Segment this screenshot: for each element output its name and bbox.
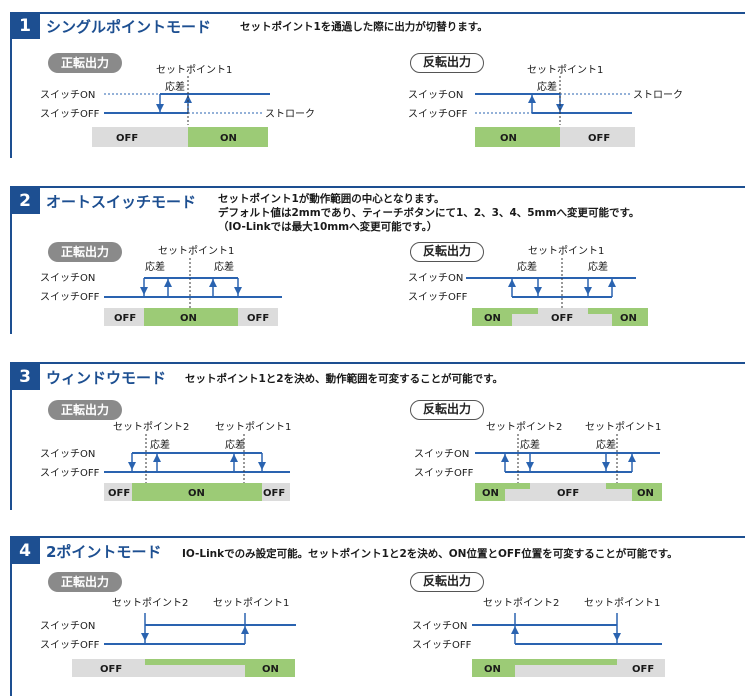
- negative-output-label: 反転出力: [410, 400, 484, 420]
- positive-output-label: 正転出力: [48, 242, 122, 262]
- section-number: 4: [10, 538, 40, 564]
- off-bar-label: OFF: [588, 133, 610, 144]
- setpoint1-label: セットポイント1: [156, 64, 232, 76]
- section-number: 1: [10, 13, 40, 39]
- off-bar-label: OFF: [116, 133, 138, 144]
- section-window: 3 ウィンドウモード セットポイント1と2を決め、動作範囲を可変することが可能で…: [0, 352, 745, 512]
- switch-on-label: スイッチON: [40, 448, 95, 460]
- setpoint2-label: セットポイント2: [486, 421, 562, 433]
- switch-on-label: スイッチON: [412, 620, 467, 632]
- section-title: 2ポイントモード: [46, 543, 162, 561]
- section-side-rule: [10, 362, 12, 510]
- hysteresis-label: 応差: [150, 438, 170, 451]
- on-bar-label: ON: [220, 133, 237, 144]
- on-bar-label: ON: [500, 133, 517, 144]
- switch-off-label: スイッチOFF: [408, 291, 468, 303]
- section-number: 3: [10, 364, 40, 390]
- negative-output-label: 反転出力: [410, 242, 484, 262]
- positive-output-label: 正転出力: [48, 53, 122, 73]
- switch-off-label: スイッチOFF: [40, 467, 100, 479]
- hysteresis-label: 応差: [537, 80, 557, 93]
- switch-off-label: スイッチOFF: [40, 291, 100, 303]
- switch-on-label: スイッチON: [414, 448, 469, 460]
- hysteresis-label: 応差: [517, 260, 537, 273]
- on-bar-label: ON: [620, 313, 637, 324]
- section-side-rule: [10, 536, 12, 696]
- section-divider: [10, 186, 745, 188]
- section-side-rule: [10, 186, 12, 334]
- section-divider: [10, 12, 745, 14]
- setpoint1-label: セットポイント1: [584, 597, 660, 609]
- hysteresis-label: 応差: [165, 80, 185, 93]
- on-bar-label: ON: [188, 488, 205, 499]
- on-bar-label: ON: [484, 313, 501, 324]
- section-divider: [10, 362, 745, 364]
- section-description-line2: デフォルト値は2mmであり、ティーチボタンにて1、2、3、4、5mmへ変更可能で…: [218, 207, 640, 219]
- stroke-label: ストローク: [265, 108, 315, 120]
- switch-off-label: スイッチOFF: [414, 467, 474, 479]
- section-title: ウィンドウモード: [46, 369, 167, 387]
- off-bar-label: OFF: [108, 488, 130, 499]
- setpoint1-label: セットポイント1: [213, 597, 289, 609]
- setpoint1-label: セットポイント1: [528, 245, 604, 257]
- setpoint2-label: セットポイント2: [112, 597, 188, 609]
- section-description: セットポイント1と2を決め、動作範囲を可変することが可能です。: [185, 373, 504, 385]
- positive-output-label: 正転出力: [48, 572, 122, 592]
- section-description: セットポイント1を通過した際に出力が切替ります。: [240, 21, 488, 33]
- switch-off-label: スイッチOFF: [40, 108, 100, 120]
- stroke-label: ストローク: [633, 89, 683, 101]
- off-bar-label: OFF: [551, 313, 573, 324]
- hysteresis-label: 応差: [145, 260, 165, 273]
- hysteresis-label: 応差: [225, 438, 245, 451]
- switch-on-label: スイッチON: [40, 272, 95, 284]
- negative-output-label: 反転出力: [410, 572, 484, 592]
- section-description-line1: セットポイント1が動作範囲の中心となります。: [218, 193, 445, 205]
- section-two-point: 4 2ポイントモード IO-Linkでのみ設定可能。セットポイント1と2を決め、…: [0, 527, 745, 698]
- switch-off-label: スイッチOFF: [408, 108, 468, 120]
- on-bar-label: ON: [180, 313, 197, 324]
- off-bar-label: OFF: [114, 313, 136, 324]
- on-bar-label: ON: [262, 664, 279, 675]
- switch-on-label: スイッチON: [408, 272, 463, 284]
- hysteresis-label: 応差: [588, 260, 608, 273]
- setpoint2-label: セットポイント2: [113, 421, 189, 433]
- section-title: シングルポイントモード: [46, 18, 212, 36]
- off-bar-label: OFF: [632, 664, 654, 675]
- setpoint2-label: セットポイント2: [483, 597, 559, 609]
- switch-on-label: スイッチON: [408, 89, 463, 101]
- on-bar-label: ON: [484, 664, 501, 675]
- setpoint1-label: セットポイント1: [527, 64, 603, 76]
- hysteresis-label: 応差: [214, 260, 234, 273]
- hysteresis-label: 応差: [520, 438, 540, 451]
- single-point-diagram: スイッチON スイッチOFF セットポイント1 応差 ストローク OFF ON …: [40, 64, 683, 147]
- hysteresis-label: 応差: [596, 438, 616, 451]
- off-bar-label: OFF: [557, 488, 579, 499]
- off-bar-label: OFF: [263, 488, 285, 499]
- switch-on-label: スイッチON: [40, 620, 95, 632]
- section-number: 2: [10, 188, 40, 214]
- section-side-rule: [10, 12, 12, 158]
- section-description-line3: （IO-Linkでは最大10mmへ変更可能です。）: [218, 221, 438, 233]
- off-bar-label: OFF: [100, 664, 122, 675]
- positive-output-label: 正転出力: [48, 400, 122, 420]
- section-title: オートスイッチモード: [46, 193, 197, 211]
- setpoint1-label: セットポイント1: [585, 421, 661, 433]
- switch-on-label: スイッチON: [40, 89, 95, 101]
- auto-switch-diagram: スイッチON スイッチOFF セットポイント1 応差 応差 OFF ON OFF…: [40, 245, 648, 326]
- switch-off-label: スイッチOFF: [40, 639, 100, 651]
- setpoint1-label: セットポイント1: [215, 421, 291, 433]
- on-bar-label: ON: [482, 488, 499, 499]
- section-single-point: 1 シングルポイントモード セットポイント1を通過した際に出力が切替ります。 正…: [0, 0, 745, 160]
- setpoint1-label: セットポイント1: [158, 245, 234, 257]
- section-auto-switch: 2 オートスイッチモード セットポイント1が動作範囲の中心となります。 デフォル…: [0, 180, 745, 340]
- off-bar-label: OFF: [247, 313, 269, 324]
- on-bar-label: ON: [637, 488, 654, 499]
- window-diagram: スイッチON スイッチOFF セットポイント2 セットポイント1 応差 応差 O…: [40, 421, 662, 501]
- negative-output-label: 反転出力: [410, 53, 484, 73]
- two-point-diagram: スイッチON スイッチOFF セットポイント2 セットポイント1 OFF ON …: [40, 597, 665, 677]
- section-description: IO-Linkでのみ設定可能。セットポイント1と2を決め、ON位置とOFF位置を…: [182, 548, 678, 560]
- section-divider: [10, 536, 745, 538]
- switch-off-label: スイッチOFF: [412, 639, 472, 651]
